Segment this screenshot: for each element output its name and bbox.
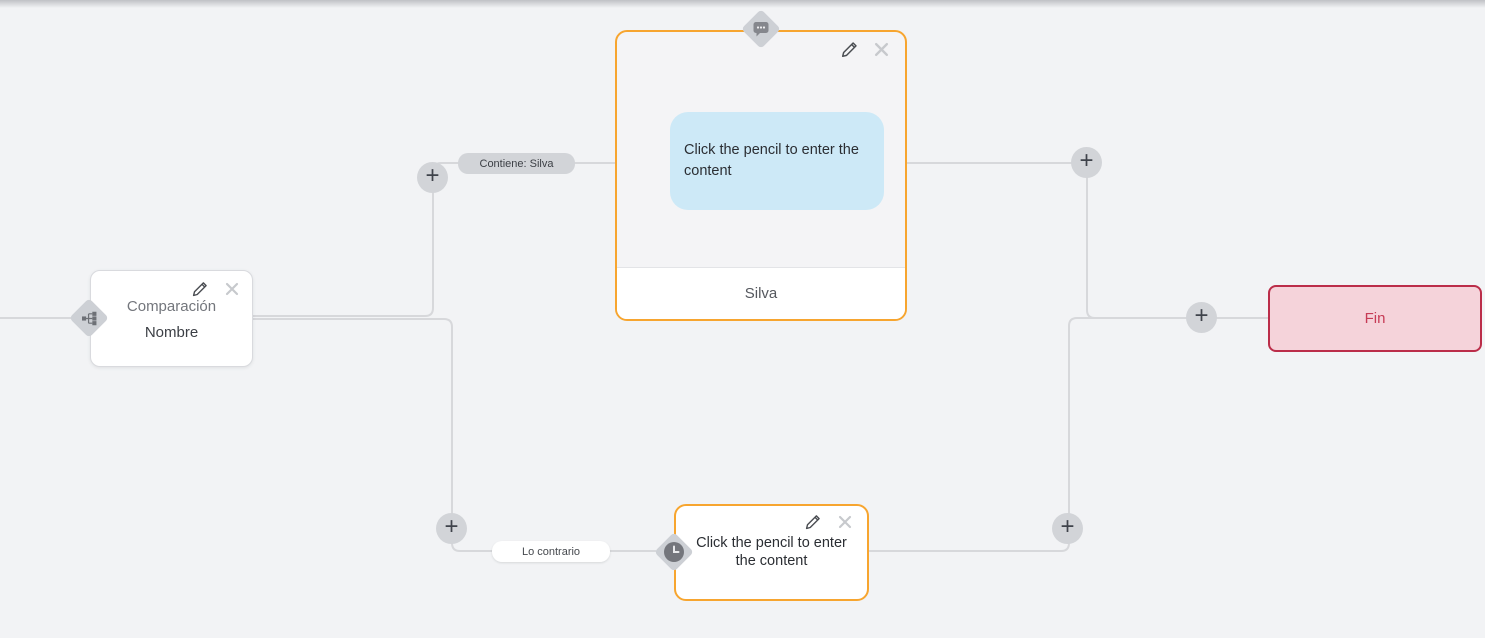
delay-node[interactable]: Click the pencil to enter the content — [674, 504, 869, 601]
close-icon — [838, 515, 852, 532]
pencil-icon — [841, 41, 858, 61]
message-footer-label: Silva — [744, 285, 778, 302]
end-node[interactable]: Fin — [1268, 285, 1482, 352]
pencil-icon — [805, 514, 821, 533]
message-node[interactable]: Click the pencil to enter the content Si… — [615, 30, 907, 321]
message-content-bubble: Click the pencil to enter the content — [670, 112, 884, 210]
message-node-footer: Silva — [617, 267, 905, 319]
delay-placeholder-text: Click the pencil to enter the content — [696, 535, 847, 569]
close-button[interactable] — [222, 280, 242, 300]
close-icon — [225, 282, 239, 299]
condition-node-title: Comparación — [126, 298, 217, 315]
add-node-button-before-end[interactable]: + — [1186, 302, 1217, 333]
add-node-button-after-message[interactable]: + — [1071, 147, 1102, 178]
close-button[interactable] — [835, 513, 855, 533]
pencil-icon — [192, 281, 208, 300]
add-node-button-false-branch[interactable]: + — [436, 513, 467, 544]
condition-node-subtitle: Nombre — [144, 324, 199, 341]
close-icon — [874, 42, 889, 60]
edge-label-true-branch[interactable]: Contiene: Silva — [458, 153, 575, 174]
add-node-button-after-delay[interactable]: + — [1052, 513, 1083, 544]
edit-button[interactable] — [803, 513, 823, 533]
message-placeholder-text: Click the pencil to enter the content — [684, 142, 859, 179]
edit-button[interactable] — [839, 41, 859, 61]
condition-node[interactable]: Comparación Nombre — [90, 270, 253, 367]
edge-label-false-branch[interactable]: Lo contrario — [492, 541, 610, 562]
edit-button[interactable] — [190, 280, 210, 300]
add-node-button-true-branch[interactable]: + — [417, 162, 448, 193]
close-button[interactable] — [871, 41, 891, 61]
end-node-label: Fin — [1364, 310, 1386, 327]
